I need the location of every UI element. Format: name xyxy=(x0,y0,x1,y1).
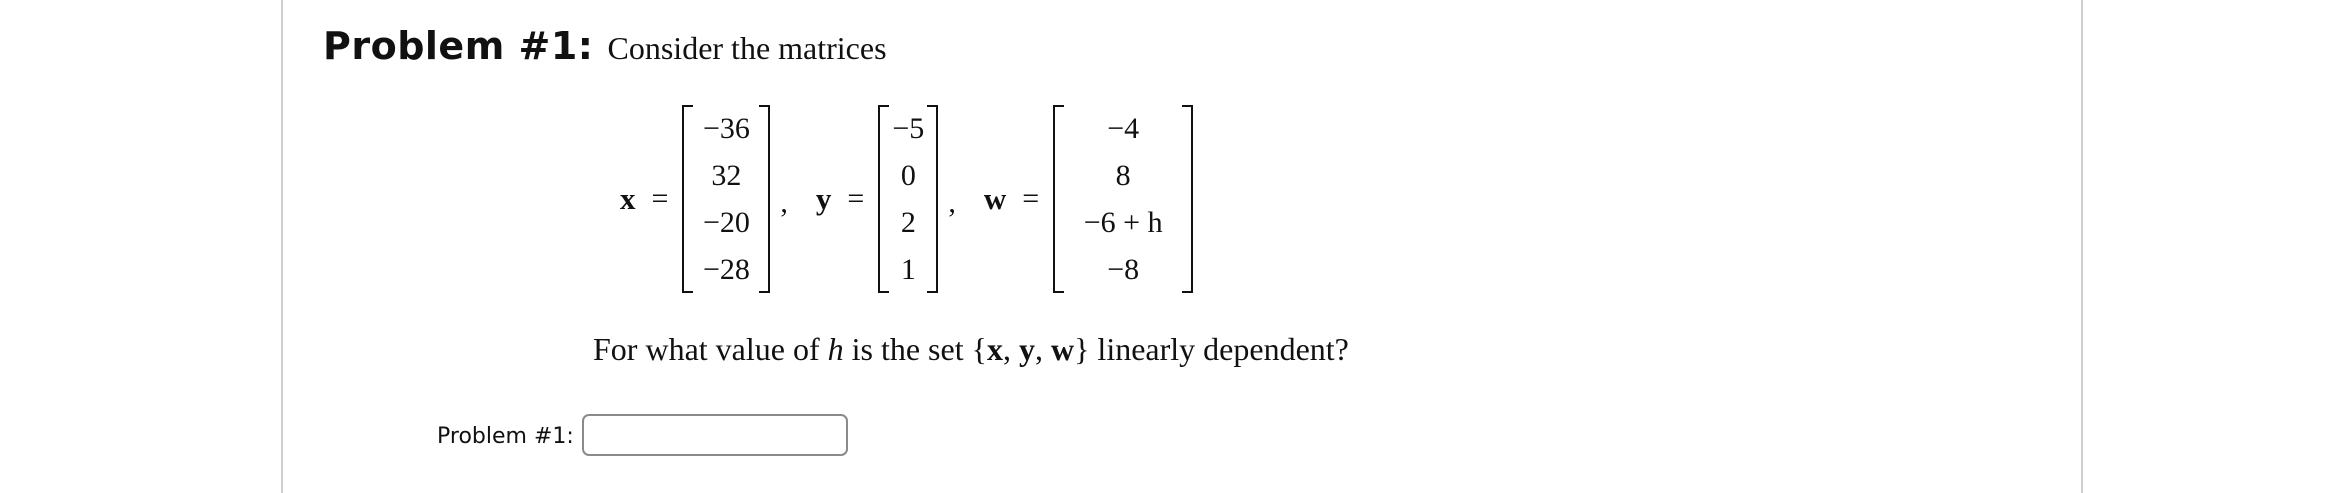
set-separator: , xyxy=(1034,331,1051,367)
question-part: is the set { xyxy=(843,331,987,367)
question-text: For what value of h is the set {x, y, w}… xyxy=(593,331,1349,368)
matrix-y: −5 0 2 1 xyxy=(878,105,939,293)
equals-sign: = xyxy=(847,182,865,215)
answer-input[interactable] xyxy=(582,414,848,456)
matrix-y-name: y xyxy=(815,181,832,216)
comma-separator: , xyxy=(780,186,788,219)
problem-intro: Consider the matrices xyxy=(607,30,887,66)
set-element-w: w xyxy=(1050,331,1075,367)
content-frame-left-border xyxy=(281,0,283,493)
problem-heading: Problem #1: Consider the matrices xyxy=(323,24,887,68)
comma-separator: , xyxy=(948,186,956,219)
matrix-x-entry: −36 xyxy=(702,112,750,145)
matrix-y-entry: −5 xyxy=(892,112,925,145)
set-separator: , xyxy=(1002,331,1019,367)
matrix-w-entry: −8 xyxy=(1107,253,1140,286)
question-part: } linearly dependent? xyxy=(1074,331,1349,367)
matrix-w: −4 8 −6 + h −8 xyxy=(1053,105,1194,293)
question-part: For what value of xyxy=(593,331,828,367)
matrix-x-entry: 32 xyxy=(711,159,742,192)
matrix-y-entry: 2 xyxy=(900,206,916,239)
answer-label: Problem #1: xyxy=(437,424,574,449)
set-element-x: x xyxy=(986,331,1003,367)
equals-sign: = xyxy=(651,182,669,215)
question-variable: h xyxy=(827,331,844,367)
matrix-x: −36 32 −20 −28 xyxy=(682,105,771,293)
matrix-y-entry: 1 xyxy=(900,253,916,286)
problem-label: Problem #1: xyxy=(323,24,594,68)
set-element-y: y xyxy=(1018,331,1035,367)
matrix-x-name: x xyxy=(620,181,636,216)
matrix-w-name: w xyxy=(983,181,1007,216)
matrix-y-entry: 0 xyxy=(900,159,916,192)
content-frame-right-border xyxy=(2081,0,2083,493)
matrix-x-entry: −20 xyxy=(702,206,750,239)
matrix-w-entry: −6 + h xyxy=(1083,206,1163,239)
matrix-w-entry: 8 xyxy=(1115,159,1131,192)
matrix-w-entry: −4 xyxy=(1107,112,1140,145)
equals-sign: = xyxy=(1022,182,1040,215)
matrix-x-entry: −28 xyxy=(702,253,750,286)
matrix-definitions: x = −36 32 −20 −28 , y = −5 0 2 1 , w = … xyxy=(620,104,1194,294)
